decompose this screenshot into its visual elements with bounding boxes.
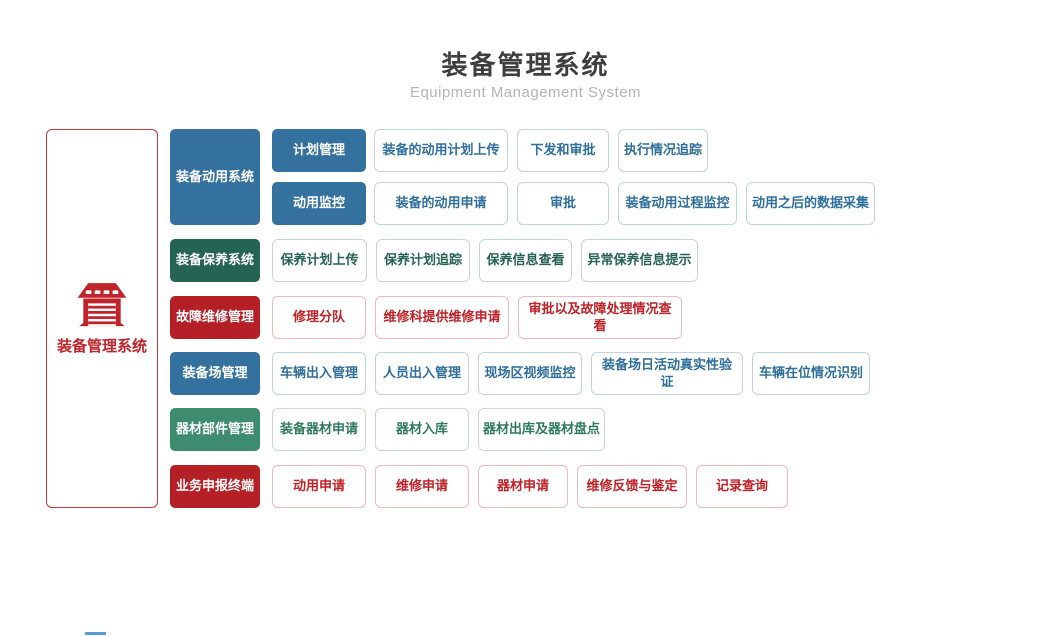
- leaf-equipment-maintenance-0-0: 保养计划上传: [272, 239, 367, 282]
- leaf-equipment-mobilization-1-0: 装备的动用申请: [374, 182, 508, 225]
- leaf-equipment-mobilization-1-1: 审批: [517, 182, 609, 225]
- root-panel-label: 装备管理系统: [56, 337, 147, 355]
- category-equipment-mobilization: 装备动用系统: [170, 129, 260, 225]
- leaf-material-parts-0-1: 器材入库: [375, 408, 469, 451]
- leaf-equipment-mobilization-0-1: 下发和审批: [517, 129, 609, 172]
- subhead-equipment-mobilization-0: 计划管理: [272, 129, 366, 172]
- leaf-equipment-mobilization-0-2: 执行情况追踪: [618, 129, 708, 172]
- leaf-equipment-yard-0-3: 装备场日活动真实性验证: [591, 352, 743, 395]
- leaf-business-terminal-0-3: 维修反馈与鉴定: [577, 465, 687, 508]
- leaf-fault-repair-0-2: 审批以及故障处理情况查看: [518, 296, 682, 339]
- warehouse-icon: [77, 282, 127, 326]
- leaf-fault-repair-0-1: 维修科提供维修申请: [375, 296, 509, 339]
- leaf-equipment-yard-0-4: 车辆在位情况识别: [752, 352, 870, 395]
- root-panel: 装备管理系统: [46, 129, 158, 508]
- page-subtitle: Equipment Management System: [409, 84, 642, 101]
- leaf-equipment-yard-0-2: 现场区视频监控: [478, 352, 582, 395]
- category-business-terminal: 业务申报终端: [170, 465, 260, 508]
- leaf-equipment-yard-0-0: 车辆出入管理: [272, 352, 366, 395]
- leaf-business-terminal-0-4: 记录查询: [696, 465, 788, 508]
- category-material-parts: 器材部件管理: [170, 408, 260, 451]
- leaf-equipment-mobilization-1-3: 动用之后的数据采集: [746, 182, 875, 225]
- leaf-business-terminal-0-0: 动用申请: [272, 465, 366, 508]
- leaf-equipment-maintenance-0-3: 异常保养信息提示: [581, 239, 698, 282]
- page-title: 装备管理系统: [441, 50, 610, 80]
- category-fault-repair: 故障维修管理: [170, 296, 260, 339]
- bottom-edge-artifact: [85, 632, 106, 635]
- leaf-fault-repair-0-0: 修理分队: [272, 296, 366, 339]
- leaf-equipment-mobilization-1-2: 装备动用过程监控: [618, 182, 737, 225]
- subhead-equipment-mobilization-1: 动用监控: [272, 182, 366, 225]
- leaf-business-terminal-0-1: 维修申请: [375, 465, 469, 508]
- leaf-equipment-maintenance-0-2: 保养信息查看: [479, 239, 572, 282]
- leaf-business-terminal-0-2: 器材申请: [478, 465, 568, 508]
- leaf-equipment-yard-0-1: 人员出入管理: [375, 352, 469, 395]
- leaf-equipment-maintenance-0-1: 保养计划追踪: [376, 239, 470, 282]
- leaf-material-parts-0-0: 装备器材申请: [272, 408, 366, 451]
- leaf-equipment-mobilization-0-0: 装备的动用计划上传: [374, 129, 508, 172]
- leaf-material-parts-0-2: 器材出库及器材盘点: [478, 408, 605, 451]
- category-equipment-maintenance: 装备保养系统: [170, 239, 260, 282]
- category-equipment-yard: 装备场管理: [170, 352, 260, 395]
